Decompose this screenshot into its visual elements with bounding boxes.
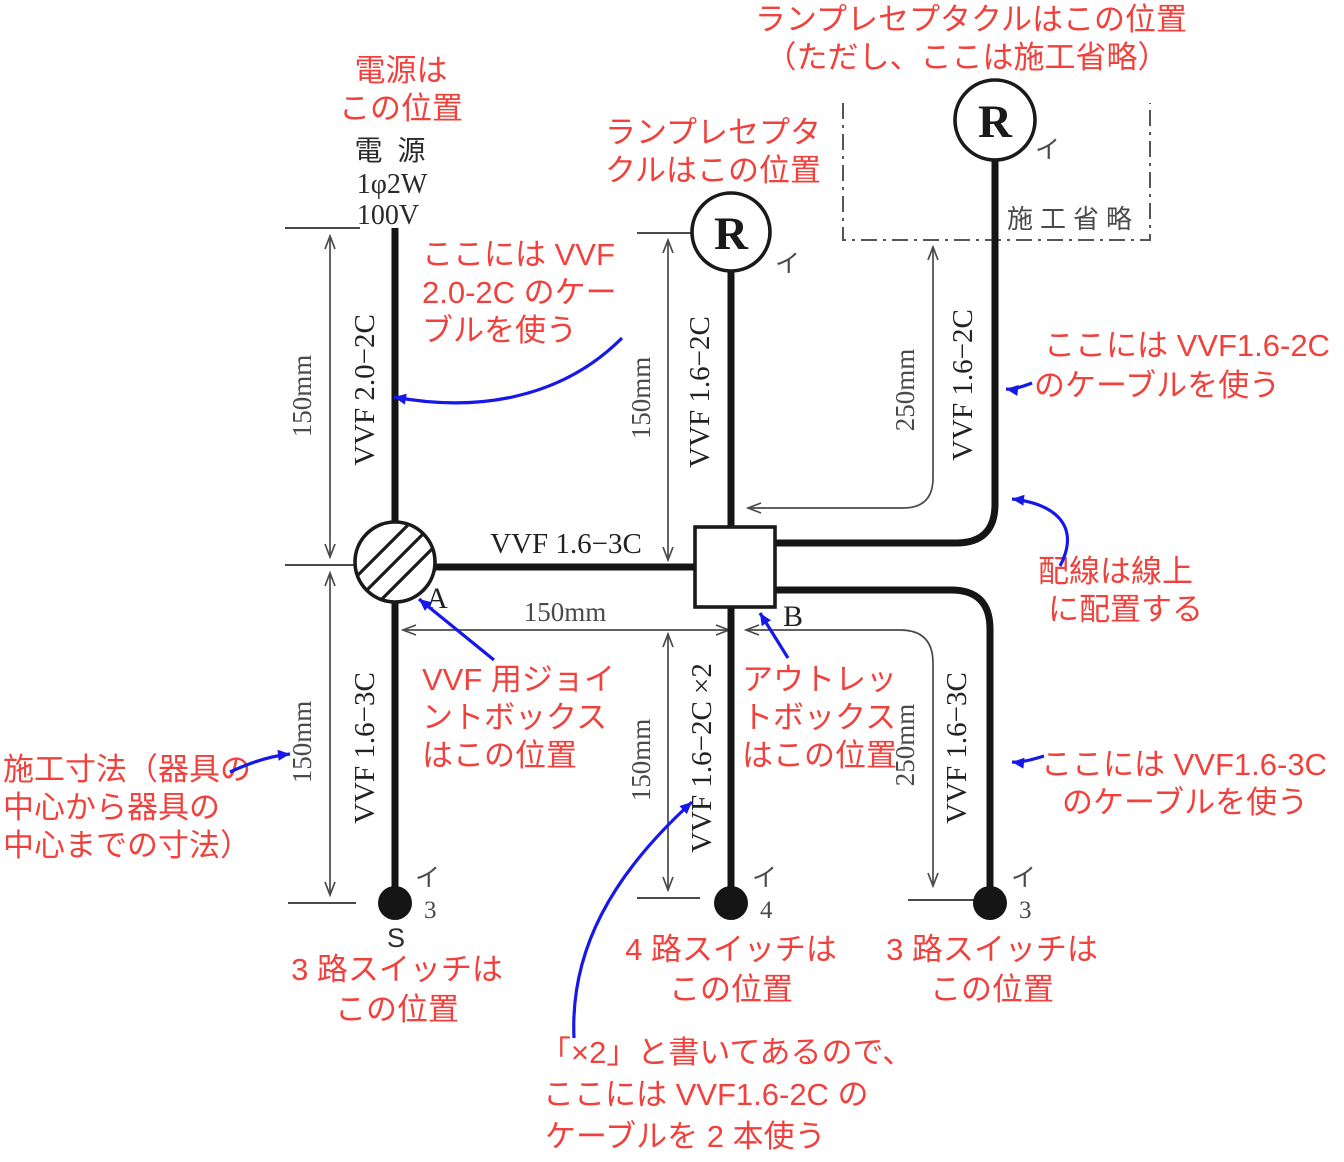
note-lamp-top-line2: （ただし、ここは施工省略） bbox=[766, 40, 1169, 75]
arrow-to-outlet-box bbox=[758, 612, 790, 659]
note-vvf16-3c-line1: ここには VVF1.6-3C bbox=[1041, 747, 1327, 782]
cable-label-right-upper: VVF 1.6−2C bbox=[947, 309, 979, 461]
switch-s-label: S bbox=[387, 923, 405, 953]
switch-mid-number: 4 bbox=[760, 897, 773, 924]
note-dimnote-line1: 施工寸法（器具の bbox=[3, 752, 251, 787]
switch-dot-left bbox=[378, 886, 412, 920]
switch-dot-mid bbox=[714, 886, 748, 920]
note-vvf16-3c-line2: のケーブルを使う bbox=[1062, 785, 1308, 820]
note-sw4-line1: 4 路スイッチは bbox=[625, 932, 837, 967]
note-outletbox-line3: はこの位置 bbox=[742, 738, 897, 773]
circuit-mark-switch-left: イ bbox=[415, 865, 440, 892]
outlet-box-symbol bbox=[693, 525, 777, 609]
note-vvf20-line3: ブルを使う bbox=[422, 313, 577, 348]
receptacle-letter: R bbox=[978, 96, 1013, 148]
dim-line-right-upper bbox=[748, 247, 933, 508]
note-sw3right-line1: 3 路スイッチは bbox=[886, 932, 1098, 967]
receptacle-letter: R bbox=[714, 208, 749, 260]
lamp-receptacle-circle bbox=[690, 191, 772, 273]
note-dimnote-line3: 中心までの寸法） bbox=[3, 828, 251, 863]
circuit-mark-mid-receptacle: イ bbox=[775, 251, 800, 278]
switch-left-number: 3 bbox=[424, 897, 437, 924]
note-dimnote-line2: 中心から器具の bbox=[3, 790, 220, 825]
note-outletbox-line2: トボックス bbox=[742, 700, 896, 735]
note-sw3right-line2: この位置 bbox=[930, 972, 1054, 1007]
dim-label-a-to-b: 150mm bbox=[524, 597, 607, 627]
cable-label-mid-lower: VVF 1.6−2C ×2 bbox=[686, 663, 718, 853]
joint-box-letter: A bbox=[426, 582, 448, 615]
circuit-mark-switch-mid: イ bbox=[752, 865, 777, 892]
callout-arrows bbox=[229, 336, 1070, 1039]
cable-label-source: VVF 2.0−2C bbox=[349, 314, 381, 466]
circuit-mark-switch-right: イ bbox=[1011, 865, 1036, 892]
dim-label-left-upper: 150mm bbox=[287, 355, 317, 438]
dim-label-mid-lower: 150mm bbox=[626, 719, 656, 802]
dim-label-left-lower: 150mm bbox=[287, 701, 317, 784]
arrow-to-x2-cable-label bbox=[572, 800, 694, 1039]
note-sw3left-line1: 3 路スイッチは bbox=[291, 952, 503, 987]
dim-label-right-upper: 250mm bbox=[890, 349, 920, 432]
note-power-line1: 電源は bbox=[355, 53, 448, 88]
circuit-mark-right-receptacle: イ bbox=[1035, 137, 1060, 164]
note-x2-line1: 「×2」と書いてあるので、 bbox=[540, 1035, 913, 1070]
note-online-line2: に配置する bbox=[1048, 592, 1203, 627]
cable-label-right-lower: VVF 1.6−3C bbox=[941, 672, 973, 824]
joint-box-hatch bbox=[356, 523, 434, 601]
dim-label-right-lower: 250mm bbox=[890, 704, 920, 787]
note-online-line1: 配線は線上 bbox=[1038, 554, 1193, 589]
joint-box-symbol bbox=[353, 520, 437, 604]
power-title: 電 源 bbox=[354, 136, 429, 167]
arrow-to-source-cable bbox=[393, 336, 624, 405]
note-vvf16-2c-line2: のケーブルを使う bbox=[1034, 368, 1280, 403]
note-lamp-mid-line2: クルはこの位置 bbox=[605, 153, 821, 188]
lamp-receptacle-circle bbox=[953, 78, 1037, 162]
outlet-box-letter: B bbox=[783, 600, 803, 633]
note-vvf16-2c-line1: ここには VVF1.6-2C bbox=[1044, 328, 1330, 363]
note-jointbox-line3: はこの位置 bbox=[422, 738, 577, 773]
dimension-lines: 150mm 150mm 150mm 150mm 250mm 250mm 150m… bbox=[285, 227, 975, 904]
note-jointbox-line2: ントボックス bbox=[422, 700, 607, 735]
omission-label: 施工省略 bbox=[1007, 205, 1139, 234]
lamp-receptacle-mid: R bbox=[690, 191, 772, 273]
switch-right-number: 3 bbox=[1019, 897, 1032, 924]
dim-line-right-lower bbox=[746, 630, 933, 886]
note-x2-line2: ここには VVF1.6-2C の bbox=[543, 1077, 869, 1112]
wire-outlet-to-receptacle-right bbox=[775, 156, 999, 547]
cable-label-a-to-b: VVF 1.6−3C bbox=[490, 528, 642, 560]
note-sw3left-line2: この位置 bbox=[335, 992, 459, 1027]
arrow-to-right-lower-cable bbox=[1011, 754, 1045, 769]
cable-label-mid-upper: VVF 1.6−2C bbox=[684, 316, 716, 468]
note-sw4-line2: この位置 bbox=[669, 972, 793, 1007]
red-annotations: 電源は この位置 ランプレセプタクルはこの位置 （ただし、ここは施工省略） ラン… bbox=[3, 2, 1330, 1154]
note-jointbox-line1: VVF 用ジョイ bbox=[422, 662, 615, 697]
arrow-to-wire-corner bbox=[1011, 494, 1070, 567]
note-vvf20-line1: ここには VVF bbox=[422, 237, 615, 272]
diagram-labels: 電 源 1φ2W 100V VVF 2.0−2C VVF 1.6−3C VVF … bbox=[349, 136, 1060, 953]
power-voltage: 100V bbox=[357, 200, 419, 231]
note-vvf20-line2: 2.0-2C のケー bbox=[422, 275, 617, 310]
lamp-receptacle-right: R bbox=[953, 78, 1037, 162]
power-phase: 1φ2W bbox=[357, 169, 428, 200]
cable-label-left-lower: VVF 1.6−3C bbox=[349, 672, 381, 824]
note-lamp-top-line1: ランプレセプタクルはこの位置 bbox=[755, 2, 1187, 37]
note-power-line2: この位置 bbox=[339, 91, 463, 126]
note-lamp-mid-line1: ランプレセプタ bbox=[605, 115, 821, 150]
wire-outlet-to-switch-right bbox=[775, 586, 994, 892]
dim-label-mid-upper: 150mm bbox=[626, 357, 656, 440]
note-x2-line3: ケーブルを 2 本使う bbox=[545, 1119, 826, 1154]
arrow-to-joint-box bbox=[417, 597, 496, 662]
arrow-to-right-upper-cable bbox=[1005, 381, 1033, 396]
switch-dot-right bbox=[973, 886, 1007, 920]
arrow-to-dimension-label bbox=[229, 749, 291, 774]
note-outletbox-line1: アウトレッ bbox=[742, 662, 897, 697]
